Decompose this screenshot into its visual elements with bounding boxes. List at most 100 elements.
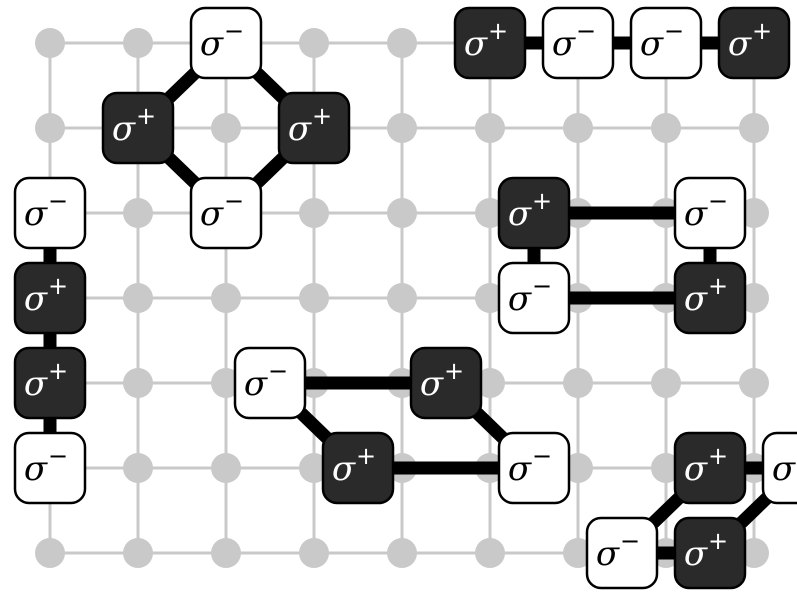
spin-sign-label: + [708,527,728,555]
spin-down-box: σ− [189,176,263,250]
spin-sign-label: − [620,527,640,555]
spin-sign-label: + [752,17,772,45]
lattice-site [739,113,769,143]
lattice-site [387,198,417,228]
spin-box-shape [409,346,483,420]
lattice-site [651,453,681,483]
lattice-site [35,113,65,143]
lattice-site [211,283,241,313]
spin-sign-label: + [356,442,376,470]
lattice-site [387,28,417,58]
spin-label: σ− [200,187,244,234]
spin-box-shape [541,6,615,80]
lattice-site [651,368,681,398]
lattice-site [123,28,153,58]
lattice-site [475,113,505,143]
spin-box-shape [497,261,571,335]
spin-box-shape [189,6,263,80]
spin-layer: σ−σ+σ+σ−σ+σ−σ−σ+σ−σ+σ+σ−σ+σ−σ−σ+σ−σ+σ+σ−… [13,6,797,590]
lattice-site [739,368,769,398]
lattice-site [211,538,241,568]
lattice-site [387,538,417,568]
spin-up-box: σ+ [13,261,87,335]
lattice-site [739,538,769,568]
spin-up-box: σ+ [277,91,351,165]
lattice-site [739,283,769,313]
spin-up-box: σ+ [453,6,527,80]
spin-box-shape [673,176,747,250]
spin-sign-label: − [708,187,728,215]
lattice-site [475,538,505,568]
lattice-site [123,453,153,483]
spin-label: σ− [244,357,288,404]
diamond-top-left: σ−σ+σ+σ− [101,6,351,250]
lattice-site [35,28,65,58]
lattice-site [211,113,241,143]
spin-down-box: σ− [761,431,797,505]
spin-box-shape [233,346,307,420]
spin-up-box: σ+ [13,346,87,420]
spin-sign-label: − [532,272,552,300]
spin-box-shape [717,6,791,80]
lattice-site [387,113,417,143]
spin-label: σ+ [24,357,68,404]
spin-up-box: σ+ [321,431,395,505]
lattice-site [387,283,417,313]
spin-sign-label: + [136,102,156,130]
spin-sign-label: + [444,357,464,385]
spin-label: σ+ [684,442,728,489]
spin-down-box: σ− [541,6,615,80]
spin-down-box: σ− [13,176,87,250]
lattice-site [299,538,329,568]
spin-down-box: σ− [673,176,747,250]
spin-up-box: σ+ [497,176,571,250]
lattice-site [739,198,769,228]
spin-down-box: σ− [13,431,87,505]
lattice-site [563,113,593,143]
spin-down-box: σ− [497,261,571,335]
spin-sign-label: + [312,102,332,130]
spin-label: σ+ [332,442,376,489]
lattice-site [563,453,593,483]
spin-box-shape [13,431,87,505]
parallelogram-center: σ−σ+σ+σ− [233,346,571,505]
spin-box-shape [13,261,87,335]
lattice-site [211,453,241,483]
spin-sign-label: − [48,187,68,215]
lattice-site [35,538,65,568]
spin-box-shape [629,6,703,80]
square-right: σ+ σ− σ− σ+ [497,176,747,335]
spin-box-shape [453,6,527,80]
spin-up-box: σ+ [409,346,483,420]
lattice-site [475,283,505,313]
lattice-site [123,283,153,313]
spin-sign-label: − [664,17,684,45]
spin-box-shape [13,346,87,420]
spin-box-shape [673,261,747,335]
spin-box-shape [321,431,395,505]
spin-box-shape [497,431,571,505]
lattice-site [475,368,505,398]
lattice-site [563,368,593,398]
chain-top-right: σ+σ−σ−σ+ [453,6,791,80]
spin-box-shape [761,431,797,505]
lattice-site [299,453,329,483]
lattice-site [123,538,153,568]
chain-left: σ− σ+ σ+ σ− [13,176,87,505]
lattice-site [475,198,505,228]
spin-up-box: σ+ [673,516,747,590]
spin-down-box: σ− [497,431,571,505]
spin-up-box: σ+ [673,431,747,505]
spin-box-shape [13,176,87,250]
lattice-site [299,28,329,58]
spin-sign-label: − [576,17,596,45]
spin-box-shape [673,516,747,590]
spin-up-box: σ+ [673,261,747,335]
spin-sign-label: − [224,187,244,215]
spin-sign-label: + [708,442,728,470]
spin-up-box: σ+ [717,6,791,80]
spin-down-box: σ− [629,6,703,80]
spin-label: σ− [772,442,797,489]
spin-down-box: σ− [189,6,263,80]
